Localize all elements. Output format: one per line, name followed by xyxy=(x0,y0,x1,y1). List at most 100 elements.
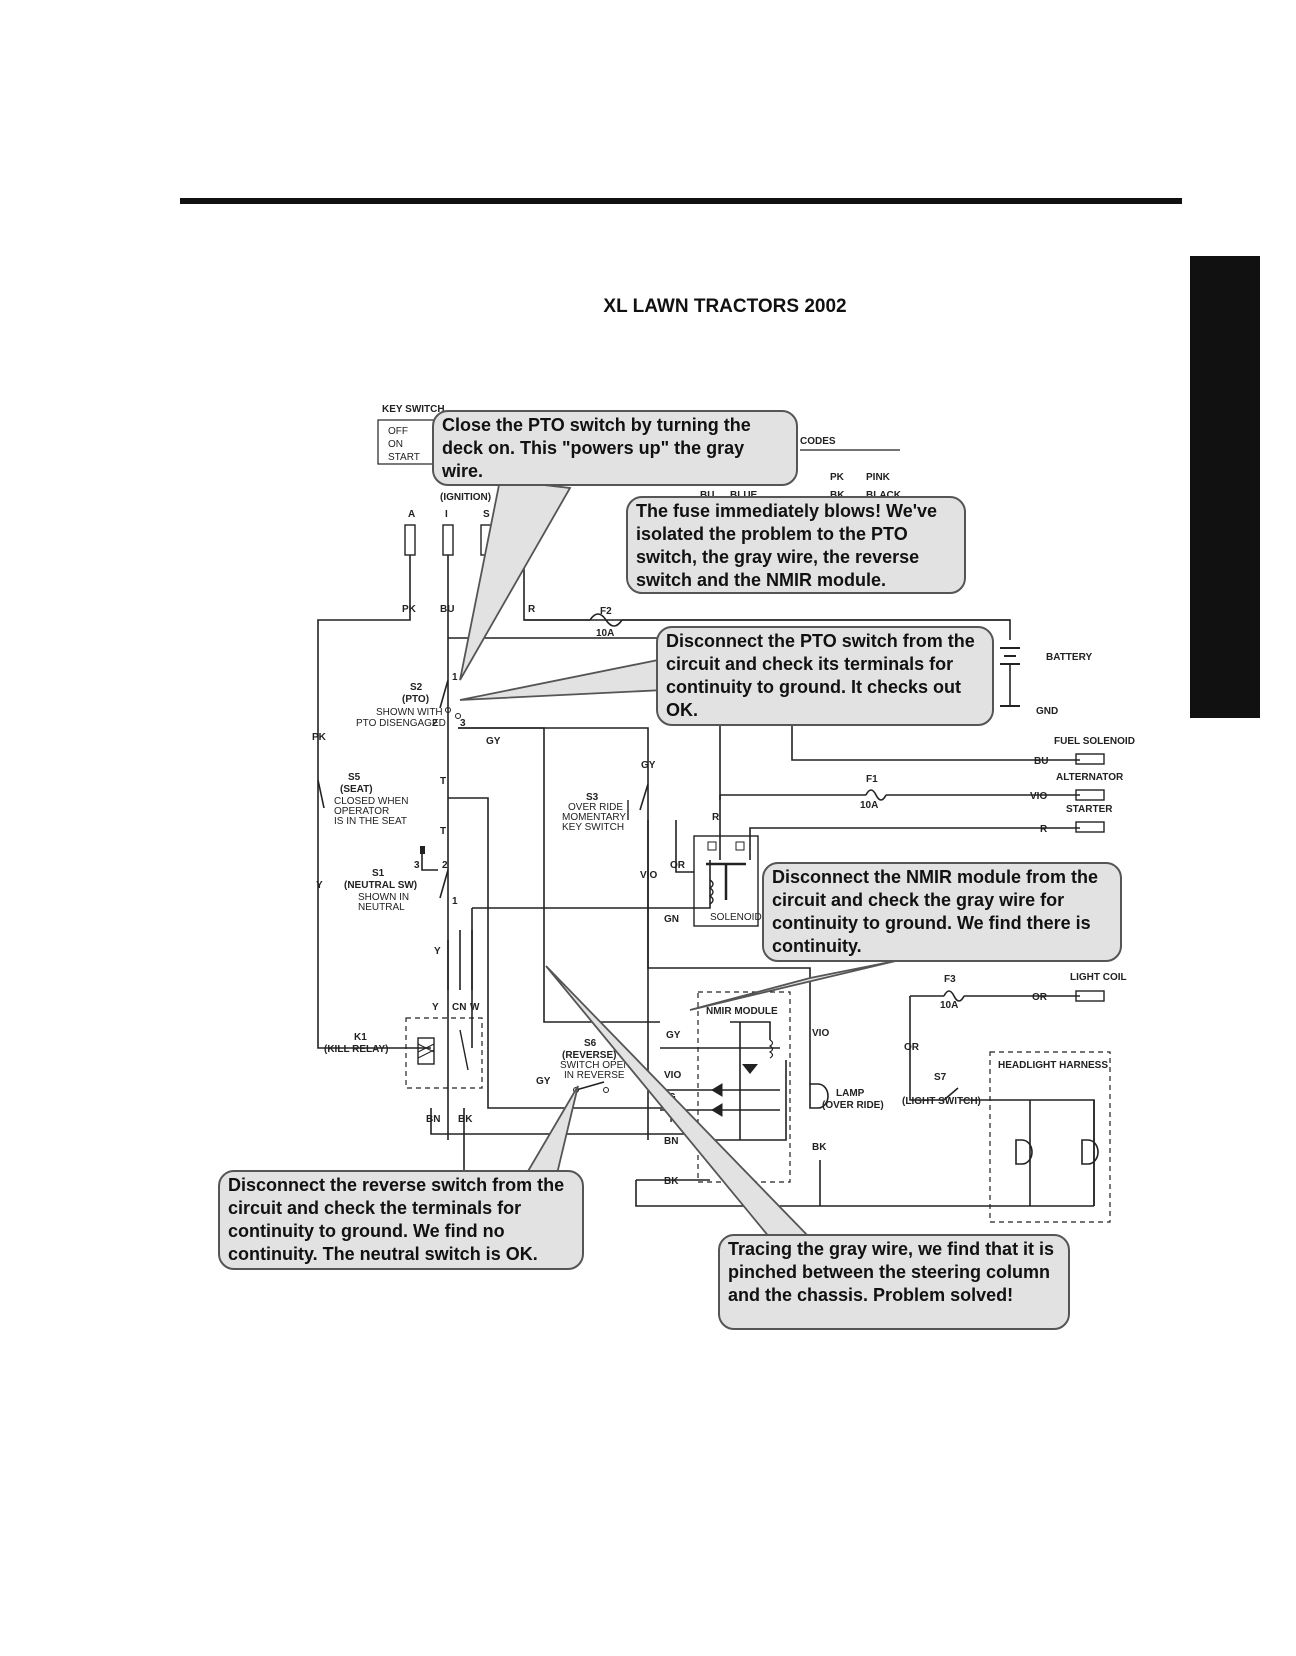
callout-pto-switch: Close the PTO switch by turning the deck… xyxy=(432,410,798,486)
lamp-note: (OVER RIDE) xyxy=(822,1100,884,1111)
fuse-f2: F2 10A xyxy=(589,606,623,639)
f3-rating: 10A xyxy=(940,1000,958,1011)
s5-name: (SEAT) xyxy=(340,784,373,795)
legend-bk: BK xyxy=(830,490,845,501)
wire-or-label-3: OR xyxy=(904,1042,920,1053)
switch-s1-neutral: 3 2 1 S1 (NEUTRAL SW) SHOWN IN NEUTRAL xyxy=(344,846,458,913)
terminal-a xyxy=(404,524,416,556)
headlight-label: HEADLIGHT HARNESS xyxy=(998,1060,1108,1071)
wire-y-side-label: Y xyxy=(316,880,323,891)
s5-note-1: CLOSED WHEN xyxy=(334,796,408,807)
s6-label: S6 xyxy=(584,1038,597,1049)
switch-s7-light: S7 (LIGHT SWITCH) xyxy=(902,1072,981,1107)
wire-or-label-2: OR xyxy=(1032,992,1048,1003)
wire-r-label: R xyxy=(528,604,536,615)
callout-disconnect-pto: Disconnect the PTO switch from the circu… xyxy=(656,626,994,726)
callout-tracing-gray-wire: Tracing the gray wire, we find that it i… xyxy=(718,1234,1070,1330)
s2-pin-1: 1 xyxy=(452,672,458,683)
key-pos-start: START xyxy=(388,452,420,463)
terminal-s-label: S xyxy=(483,509,490,520)
switch-s3-override: S3 OVER RIDE MOMENTARY KEY SWITCH xyxy=(562,783,649,833)
gnd-label: GND xyxy=(1036,706,1058,717)
wire-bn-label: BN xyxy=(426,1114,440,1125)
wire-cn-label: CN xyxy=(452,1002,466,1013)
callout-nmir-module: Disconnect the NMIR module from the circ… xyxy=(762,862,1122,962)
fuel-solenoid-label: FUEL SOLENOID xyxy=(1054,736,1135,747)
terminal-i-label: I xyxy=(445,509,448,520)
relay-k1: K1 (KILL RELAY) xyxy=(324,1017,483,1089)
solenoid-label: SOLENOID xyxy=(710,912,762,923)
s7-name: (LIGHT SWITCH) xyxy=(902,1096,981,1107)
s2-note-2: PTO DISENGAGED xyxy=(356,718,446,729)
headlight-bulb-left xyxy=(1015,1139,1033,1165)
callout-pointers xyxy=(459,479,901,1239)
wire-gy-label: GY xyxy=(486,736,501,747)
s5-note-2: OPERATOR xyxy=(334,806,389,817)
wire-bk-label: BK xyxy=(458,1114,473,1125)
legend-pink: PINK xyxy=(866,472,891,483)
wire-vio-label: VIO xyxy=(640,870,657,881)
wire-vio-label-4: VIO xyxy=(812,1028,829,1039)
color-code-legend: CODES PK PINK BU BLUE BK BLACK xyxy=(700,436,902,501)
wire-gy-label-3: GY xyxy=(666,1030,681,1041)
s6-note-1: SWITCH OPENS xyxy=(560,1060,638,1071)
wire-bn-label-2: BN xyxy=(664,1136,678,1147)
wire-w-label: W xyxy=(470,1002,480,1013)
s7-label: S7 xyxy=(934,1072,947,1083)
f1-label: F1 xyxy=(866,774,878,785)
s1-pin-2: 2 xyxy=(442,860,448,871)
fuel-solenoid-connector xyxy=(1075,753,1105,765)
k1-label: K1 xyxy=(354,1032,367,1043)
s3-label: S3 xyxy=(586,792,599,803)
s1-pin-3: 3 xyxy=(414,860,420,871)
f1-rating: 10A xyxy=(860,800,878,811)
callout-fuse-blows: The fuse immediately blows! We've isolat… xyxy=(626,496,966,594)
k1-name: (KILL RELAY) xyxy=(324,1044,388,1055)
switch-s6-reverse: S6 (REVERSE) SWITCH OPENS IN REVERSE xyxy=(560,1038,638,1093)
alternator-connector xyxy=(1075,789,1105,801)
f3-label: F3 xyxy=(944,974,956,985)
key-pos-on: ON xyxy=(388,439,403,450)
key-ignition-label: (IGNITION) xyxy=(440,492,491,503)
legend-black: BLACK xyxy=(866,490,902,501)
light-coil-label: LIGHT COIL xyxy=(1070,972,1127,983)
s2-pin-2: 2 xyxy=(432,718,438,729)
wire-gy-label-2: GY xyxy=(641,760,656,771)
s1-note-2: NEUTRAL xyxy=(358,902,405,913)
light-coil-connector xyxy=(1075,990,1105,1002)
legend-bu: BU xyxy=(700,490,714,501)
terminal-i xyxy=(442,524,454,556)
wire-r-label-2: R xyxy=(1040,824,1048,835)
s3-note-3: KEY SWITCH xyxy=(562,822,624,833)
wire-pk-side-label: PK xyxy=(312,732,327,743)
wire-gy-label-4: GY xyxy=(536,1076,551,1087)
wire-pk-label: PK xyxy=(402,604,417,615)
legend-blue: BLUE xyxy=(730,490,758,501)
starter-label: STARTER xyxy=(1066,804,1113,815)
wire-t-label-2: T xyxy=(440,826,446,837)
battery-label: BATTERY xyxy=(1046,652,1092,663)
wire-vio-label-3: VIO xyxy=(1030,791,1047,802)
alternator-label: ALTERNATOR xyxy=(1056,772,1124,783)
s2-pin-3: 3 xyxy=(460,718,466,729)
header-rule xyxy=(180,198,1182,204)
wire-y-label-2: Y xyxy=(432,1002,439,1013)
key-switch-title: KEY SWITCH xyxy=(382,404,445,415)
lamp-override: LAMP (OVER RIDE) xyxy=(809,1083,884,1111)
f2-rating: 10A xyxy=(596,628,614,639)
s2-label: S2 xyxy=(410,682,423,693)
headlight-harness: HEADLIGHT HARNESS xyxy=(989,1051,1111,1223)
wire-gn-label: GN xyxy=(664,914,679,925)
wire-bu-label: BU xyxy=(440,604,454,615)
wire-bk-label-3: BK xyxy=(812,1142,827,1153)
lamp-label: LAMP xyxy=(836,1088,865,1099)
s3-note-1: OVER RIDE xyxy=(568,802,623,813)
s5-label: S5 xyxy=(348,772,361,783)
key-pos-off: OFF xyxy=(388,426,408,437)
starter-solenoid: SOLENOID xyxy=(693,835,762,927)
s1-note-1: SHOWN IN xyxy=(358,892,409,903)
terminal-a-label: A xyxy=(408,509,415,520)
wire-vio-label-2: VIO xyxy=(664,1070,681,1081)
f2-label: F2 xyxy=(600,606,612,617)
s5-note-3: IS IN THE SEAT xyxy=(334,816,407,827)
